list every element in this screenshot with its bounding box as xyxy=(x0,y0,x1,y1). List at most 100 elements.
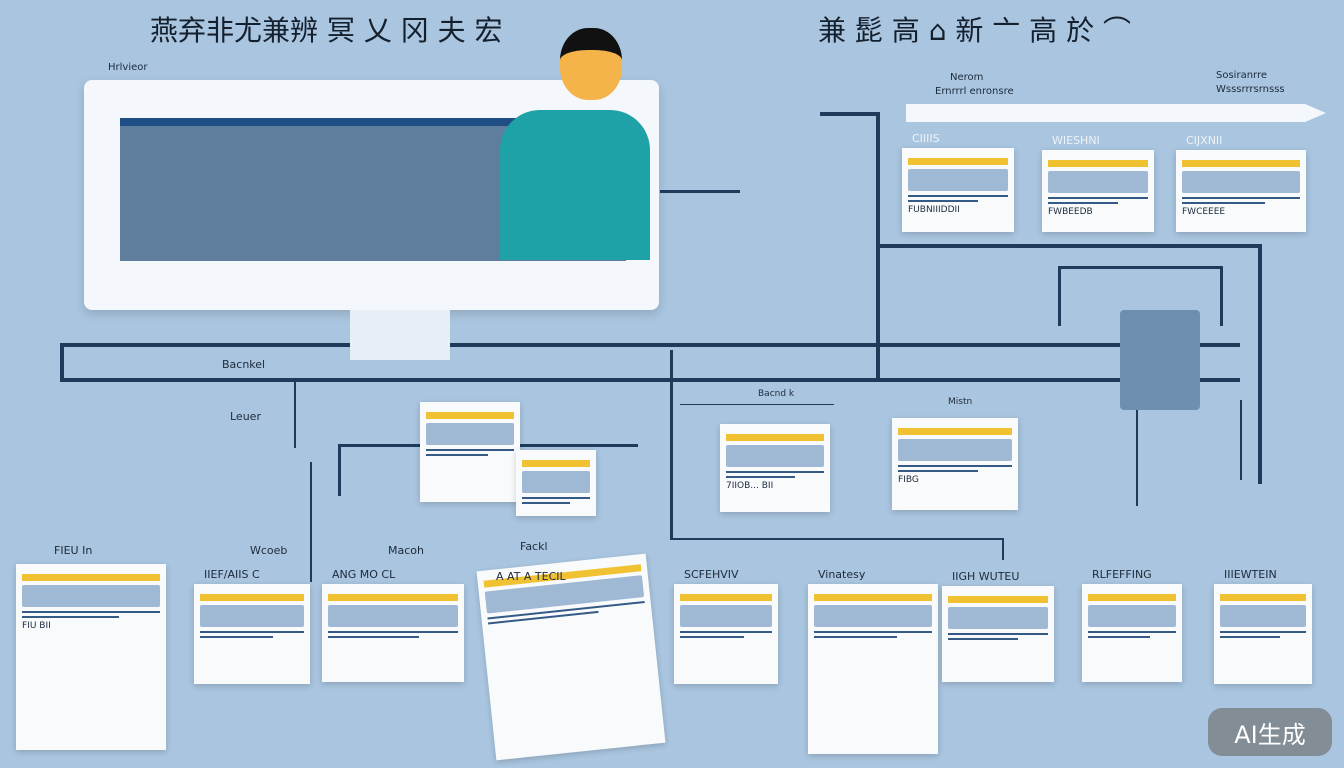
band-label: Bacnd k xyxy=(758,389,795,399)
thumbnail xyxy=(200,605,304,627)
thumbnail xyxy=(22,585,160,607)
server-box xyxy=(1120,310,1200,410)
highlight-bar xyxy=(908,158,1008,165)
text-line xyxy=(908,200,978,202)
person-head xyxy=(560,28,622,100)
card-text: FUBNIIIDDII xyxy=(908,205,960,215)
card-label: IIIEWTEIN xyxy=(1224,568,1277,581)
card-middle-cards: FIBG xyxy=(892,418,1018,510)
text-line xyxy=(200,631,304,633)
connector xyxy=(60,343,64,381)
connector xyxy=(294,380,296,448)
backend-label: Bacnkel xyxy=(222,358,266,371)
card-text: FWBEEDB xyxy=(1048,207,1093,217)
connector xyxy=(1220,266,1223,326)
connector xyxy=(660,190,740,193)
thumbnail xyxy=(328,605,458,627)
highlight-bar xyxy=(814,594,932,601)
connector xyxy=(1058,266,1061,326)
card-label: CIIIIS xyxy=(912,132,940,145)
connector xyxy=(820,112,880,116)
connector xyxy=(1240,400,1242,480)
text-line xyxy=(680,631,772,633)
text-line xyxy=(898,470,978,472)
thumbnail xyxy=(814,605,932,627)
card-bottom-cards xyxy=(1082,584,1182,682)
text-line xyxy=(1220,636,1281,638)
connector xyxy=(680,404,834,405)
connector xyxy=(670,350,673,540)
text-line xyxy=(908,195,1008,197)
card-text: FWCEEEE xyxy=(1182,207,1226,217)
highlight-bar xyxy=(1220,594,1306,601)
text-line xyxy=(522,502,570,504)
thumbnail xyxy=(1220,605,1306,627)
mistn-label: Mistn xyxy=(948,397,973,407)
thumbnail xyxy=(1088,605,1176,627)
fieu-label: FIEU In xyxy=(54,544,93,557)
thumbnail xyxy=(426,423,514,445)
text-line xyxy=(726,476,795,478)
highlight-bar xyxy=(726,434,824,441)
card-top-cards: FWBEEDB xyxy=(1042,150,1154,232)
card-bottom-cards xyxy=(322,584,464,682)
highlight-bar xyxy=(680,594,772,601)
right-title: 兼 髭 高 ⌂ 新 亠 高 於 ⌒ xyxy=(818,14,1131,47)
fackl-label: Fackl xyxy=(520,540,548,553)
top-note-1: Nerom xyxy=(950,72,984,83)
text-line xyxy=(898,465,1012,467)
card-bottom-cards: FIU BII xyxy=(16,564,166,750)
card-bottom-cards xyxy=(194,584,310,684)
connector xyxy=(1258,244,1262,484)
text-line xyxy=(22,616,119,618)
text-line xyxy=(328,631,458,633)
top-note-right-2: Wsssrrrsrnsss xyxy=(1216,84,1285,95)
card-bottom-cards xyxy=(808,584,938,754)
card-text: FIBG xyxy=(898,475,919,485)
card-middle-cards xyxy=(420,402,520,502)
thumbnail xyxy=(522,471,590,493)
wcoeb-label: Wcoeb xyxy=(250,544,288,557)
highlight-bar xyxy=(1048,160,1148,167)
card-label: ANG MO CL xyxy=(332,568,396,581)
connector xyxy=(60,343,1240,347)
text-line xyxy=(1220,631,1306,633)
text-line xyxy=(948,633,1048,635)
card-top-cards: FWCEEEE xyxy=(1176,150,1306,232)
text-line xyxy=(522,497,590,499)
thumbnail xyxy=(1182,171,1300,193)
monitor-stand xyxy=(350,310,450,360)
highlight-bar xyxy=(1088,594,1176,601)
text-line xyxy=(680,636,745,638)
thumbnail xyxy=(948,607,1048,629)
card-label: CIJXNII xyxy=(1186,134,1223,147)
card-label: IIEF/AIIS C xyxy=(204,568,260,581)
thumbnail xyxy=(898,439,1012,461)
highlight-bar xyxy=(1182,160,1300,167)
text-line xyxy=(726,471,824,473)
thumbnail xyxy=(908,169,1008,191)
text-line xyxy=(1088,636,1150,638)
card-label: Vinatesy xyxy=(818,568,866,581)
thumbnail xyxy=(1048,171,1148,193)
text-line xyxy=(1048,202,1118,204)
leuer-label: Leuer xyxy=(230,410,261,423)
card-bottom-cards xyxy=(942,586,1054,682)
text-line xyxy=(948,638,1018,640)
text-line xyxy=(1182,197,1300,199)
text-line xyxy=(328,636,419,638)
macoh-label: Macoh xyxy=(388,544,424,557)
card-label: SCFEHVIV xyxy=(684,568,739,581)
top-note-right-1: Sosiranrre xyxy=(1216,70,1268,81)
text-line xyxy=(426,454,488,456)
text-line xyxy=(814,631,932,633)
connector xyxy=(1058,266,1222,269)
card-text: 7IIOB... BII xyxy=(726,481,774,491)
highlight-bar xyxy=(328,594,458,601)
highlight-bar xyxy=(22,574,160,581)
ai-watermark: AI生成 xyxy=(1208,708,1332,756)
connector xyxy=(310,462,312,582)
highlight-bar xyxy=(948,596,1048,603)
card-top-cards: FUBNIIIDDII xyxy=(902,148,1014,232)
card-label: WIESHNI xyxy=(1052,134,1100,147)
